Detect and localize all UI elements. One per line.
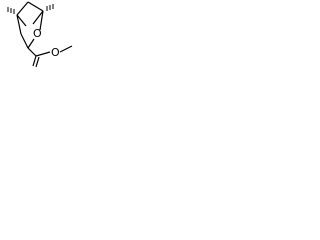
bond-c1-c4 bbox=[16, 14, 22, 35]
bond-c1-c3 bbox=[16, 1, 29, 16]
bond-carbonyl-double-b bbox=[35, 56, 40, 68]
bond-c2-back bbox=[32, 10, 44, 25]
atom-label-ester-oxygen: O bbox=[51, 46, 60, 59]
molecule-structure-svg: O O bbox=[7, 1, 73, 68]
bond-c2-oring bbox=[39, 10, 44, 31]
bond-c4-c5 bbox=[20, 33, 29, 49]
stereo-hash-left bbox=[7, 7, 15, 14]
bond-carbonyl-double-a bbox=[32, 55, 37, 67]
bond-oring-c5 bbox=[27, 38, 35, 49]
bond-c5-carbonyl bbox=[27, 47, 37, 57]
molecule-diagram: O O bbox=[0, 0, 78, 68]
atom-label-ring-oxygen: O bbox=[33, 27, 42, 40]
stereo-hash-right bbox=[46, 4, 54, 11]
bond-oester-methyl bbox=[59, 45, 73, 53]
bond-c1-c2-back bbox=[16, 14, 27, 27]
bond-carbonyl-oester bbox=[35, 51, 51, 57]
bond-c3-c2 bbox=[27, 1, 44, 12]
